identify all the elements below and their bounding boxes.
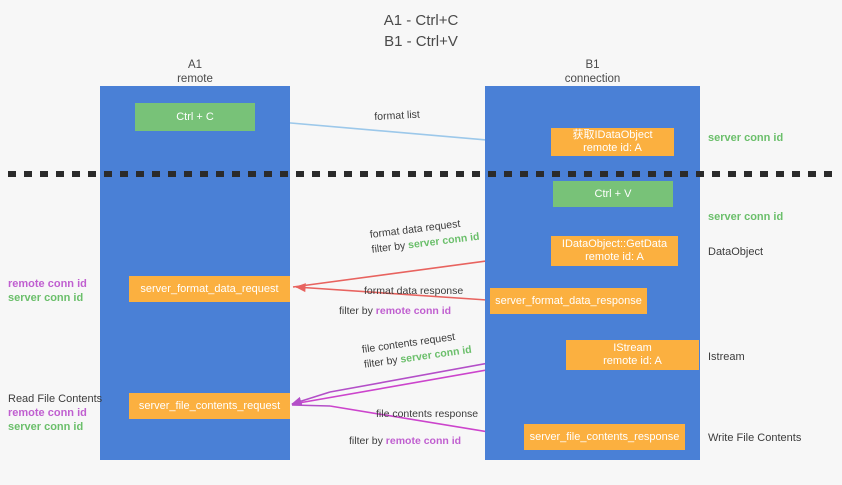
box-idataobject-getdata-remote-id: remote id: A <box>585 251 644 263</box>
filter-key-remote-conn-id: remote conn id <box>385 435 462 447</box>
arrow-format-data-response <box>295 283 488 301</box>
arrow-label-file-contents-response-text: file contents response <box>376 408 479 420</box>
label-server-conn-id-1: server conn id <box>8 292 84 304</box>
label-group-read-file-contents: Read File Contents remote conn id server… <box>8 392 103 434</box>
label-server-conn-id-top: server conn id <box>708 132 784 144</box>
arrow-file-contents-response-left <box>291 391 331 406</box>
column-header-a1: A1 remote <box>100 58 290 86</box>
arrow-label-file-contents-response-filter: filter by remote conn id <box>349 434 461 449</box>
box-server-format-data-response-label: server_format_data_response <box>495 294 642 307</box>
box-server-file-contents-request-label: server_file_contents_request <box>138 399 281 412</box>
arrow-label-file-contents-response: file contents response <box>376 407 478 422</box>
title-line-1: A1 - Ctrl+C <box>383 12 459 29</box>
column-a1-role: remote <box>177 73 213 85</box>
box-server-file-contents-response[interactable]: server_file_contents_response <box>524 424 685 450</box>
label-istream: Istream <box>708 351 745 363</box>
filter-key-remote-conn-id: remote conn id <box>375 305 452 317</box>
filter-prefix: filter by <box>370 239 409 256</box>
box-get-idataobject[interactable]: 获取IDataObject remote id: A <box>551 128 674 156</box>
box-istream-label: IStream <box>613 342 652 354</box>
arrow-label-format-data-response-filter: filter by remote conn id <box>339 304 451 319</box>
box-ctrl-c-label: Ctrl + C <box>176 110 214 123</box>
arrow-file-contents-response-tail <box>291 404 331 407</box>
box-server-format-data-request[interactable]: server_format_data_request <box>129 276 290 302</box>
box-ctrl-c[interactable]: Ctrl + C <box>135 103 255 131</box>
label-server-conn-id-mid: server conn id <box>708 211 784 223</box>
arrow-label-format-list: format list <box>374 108 420 125</box>
filter-prefix: filter by <box>339 305 376 317</box>
box-istream[interactable]: IStream remote id: A <box>566 340 699 370</box>
column-a1-name: A1 <box>187 59 203 71</box>
arrow-label-format-data-response-text: format data response <box>364 285 464 297</box>
phase-separator-dashed-line <box>8 171 834 177</box>
column-header-b1: B1 connection <box>485 58 700 86</box>
column-b1-name: B1 <box>585 59 600 71</box>
box-get-idataobject-label: 获取IDataObject <box>572 129 653 141</box>
box-istream-remote-id: remote id: A <box>603 355 662 367</box>
arrow-label-format-data-response: format data response <box>364 284 463 299</box>
box-get-idataobject-remote-id: remote id: A <box>583 142 642 154</box>
label-remote-conn-id-2: remote conn id <box>8 407 87 419</box>
box-server-file-contents-response-label: server_file_contents_response <box>529 430 680 443</box>
label-remote-conn-id-1: remote conn id <box>8 278 87 290</box>
box-ctrl-v-label: Ctrl + V <box>594 187 632 200</box>
box-idataobject-getdata-label: IDataObject::GetData <box>561 238 668 250</box>
box-server-format-data-request-label: server_format_data_request <box>140 282 279 295</box>
column-b1-role: connection <box>564 73 621 85</box>
box-idataobject-getdata[interactable]: IDataObject::GetData remote id: A <box>551 236 678 266</box>
filter-prefix: filter by <box>363 353 402 371</box>
box-server-format-data-response[interactable]: server_format_data_response <box>490 288 647 314</box>
title-line-2: B1 - Ctrl+V <box>384 33 458 50</box>
filter-prefix: filter by <box>349 435 386 447</box>
box-ctrl-v[interactable]: Ctrl + V <box>553 181 673 207</box>
label-dataobject: DataObject <box>708 246 764 258</box>
page-title: A1 - Ctrl+C B1 - Ctrl+V <box>0 10 842 52</box>
label-server-conn-id-2: server conn id <box>8 421 84 433</box>
box-server-file-contents-request[interactable]: server_file_contents_request <box>129 393 290 419</box>
label-group-conn-id-top: remote conn id server conn id <box>8 277 100 305</box>
label-read-file-contents: Read File Contents <box>8 393 103 405</box>
arrow-label-format-list-text: format list <box>374 108 421 123</box>
label-write-file-contents: Write File Contents <box>708 432 802 444</box>
